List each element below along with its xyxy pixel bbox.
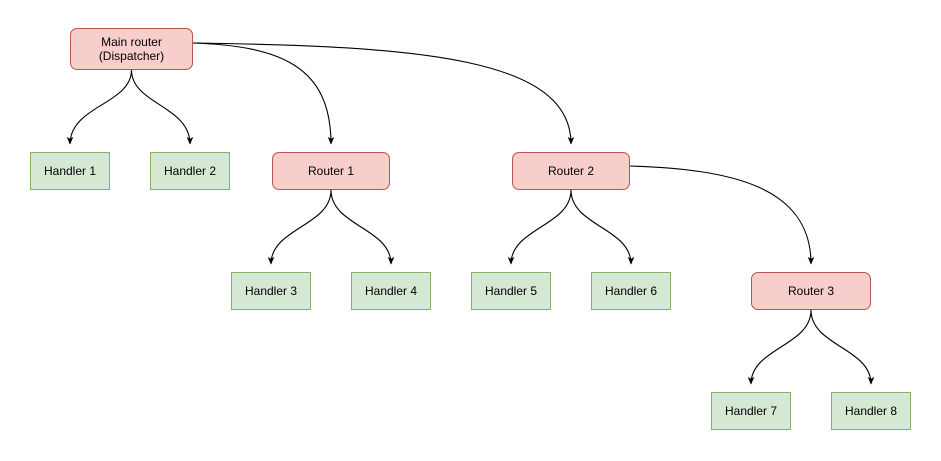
node-handler-6-label: Handler 6 <box>604 284 658 298</box>
node-router-2-label: Router 2 <box>547 164 595 178</box>
edge-router-3-to-handler-7 <box>747 309 812 385</box>
node-main-router-label: Main router (Dispatcher) <box>98 35 165 63</box>
edge-router-1-to-handler-4 <box>330 189 395 265</box>
node-handler-7-label: Handler 7 <box>724 404 778 418</box>
node-handler-2[interactable]: Handler 2 <box>150 152 230 190</box>
node-router-1[interactable]: Router 1 <box>272 152 390 190</box>
node-handler-8-label: Handler 8 <box>844 404 898 418</box>
node-handler-6[interactable]: Handler 6 <box>591 272 671 310</box>
node-handler-5[interactable]: Handler 5 <box>471 272 551 310</box>
node-handler-1-label: Handler 1 <box>43 164 97 178</box>
edge-main-to-router-2 <box>192 42 575 145</box>
edge-router-2-to-handler-6 <box>570 189 635 265</box>
node-handler-4[interactable]: Handler 4 <box>351 272 431 310</box>
edge-router-3-to-handler-8 <box>810 309 875 385</box>
node-router-1-label: Router 1 <box>307 164 355 178</box>
node-handler-8[interactable]: Handler 8 <box>831 392 911 430</box>
node-handler-7[interactable]: Handler 7 <box>711 392 791 430</box>
node-handler-2-label: Handler 2 <box>163 164 217 178</box>
edge-main-to-router-1 <box>192 42 335 145</box>
edge-router-2-to-handler-5 <box>507 189 572 265</box>
node-handler-5-label: Handler 5 <box>484 284 538 298</box>
edge-router-2-to-router-3 <box>629 165 815 265</box>
node-main-router[interactable]: Main router (Dispatcher) <box>70 28 193 70</box>
node-handler-1[interactable]: Handler 1 <box>30 152 110 190</box>
node-router-2[interactable]: Router 2 <box>512 152 630 190</box>
node-router-3[interactable]: Router 3 <box>751 272 871 310</box>
edge-router-1-to-handler-3 <box>267 189 332 265</box>
edge-main-to-handler-1 <box>66 69 133 145</box>
node-router-3-label: Router 3 <box>787 284 835 298</box>
node-handler-3[interactable]: Handler 3 <box>231 272 311 310</box>
node-handler-3-label: Handler 3 <box>244 284 298 298</box>
node-handler-4-label: Handler 4 <box>364 284 418 298</box>
edge-main-to-handler-2 <box>130 69 194 145</box>
